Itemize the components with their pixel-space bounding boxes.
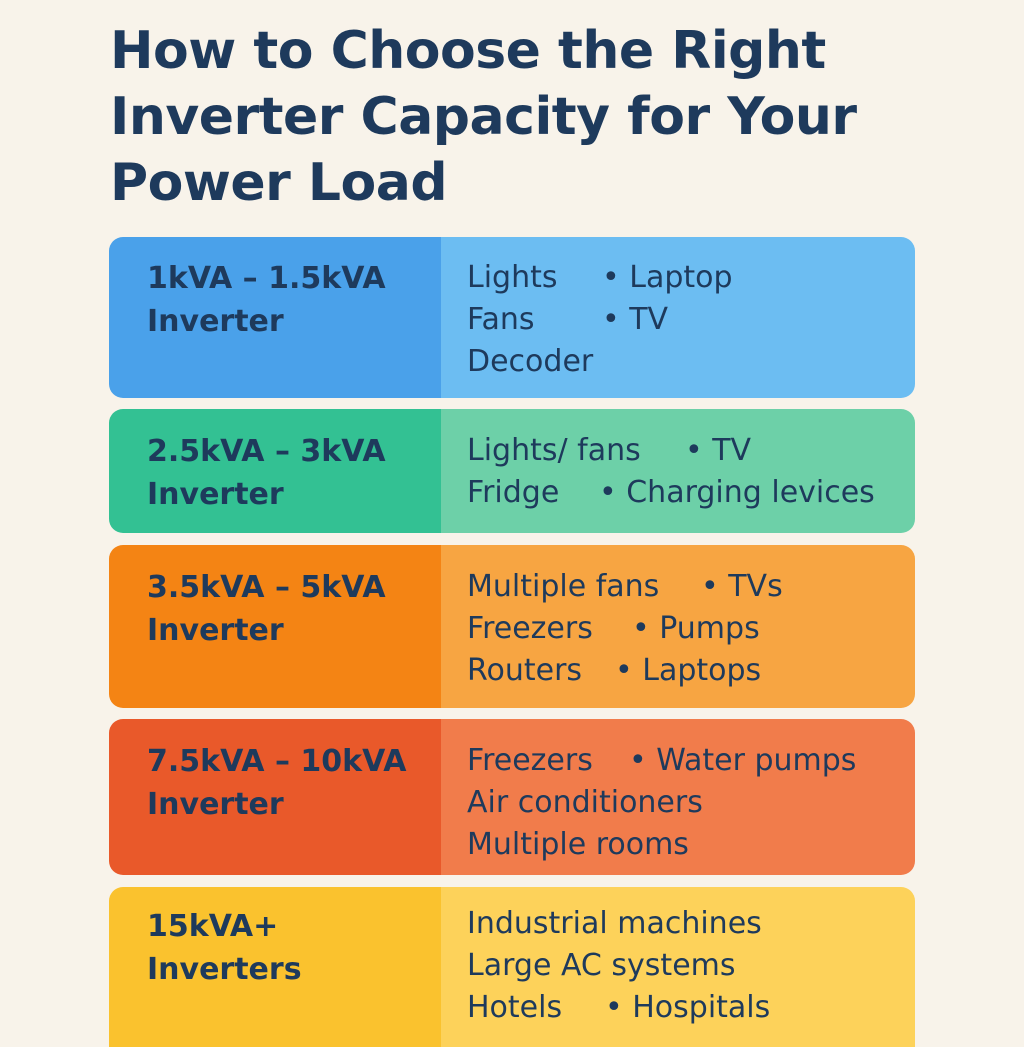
appliance-list: Freezers • Water pumps Air conditioners … [441, 719, 915, 875]
appliance-item: Freezers [467, 611, 593, 646]
appliance-item: Multiple rooms [467, 827, 689, 862]
appliance-item: Lights [467, 260, 558, 295]
appliance-item: Hotels [467, 990, 563, 1025]
appliance-item: Freezers [467, 743, 593, 778]
capacity-card-2-5kva: 2.5kVA – 3kVA Inverter Lights/ fans • TV… [109, 409, 915, 533]
appliance-item: Fridge [467, 475, 560, 510]
appliance-row: Routers • Laptops [467, 650, 915, 692]
appliance-row: Large AC systems [467, 945, 915, 987]
capacity-card-3-5kva: 3.5kVA – 5kVA Inverter Multiple fans • T… [109, 545, 915, 708]
appliance-bullet-item: • Laptop [602, 260, 733, 295]
appliance-row: Multiple rooms [467, 824, 915, 866]
appliance-bullet-item: • Charging levices [599, 475, 875, 510]
appliance-item: Air conditioners [467, 785, 703, 820]
capacity-label-panel: 1kVA – 1.5kVA Inverter [109, 237, 441, 398]
appliance-item: Decoder [467, 344, 594, 379]
appliance-row: Industrial machines [467, 903, 915, 945]
capacity-range: 3.5kVA – 5kVA [147, 570, 386, 605]
appliance-list: Industrial machines Large AC systems Hot… [441, 887, 915, 1047]
appliance-bullet-item: • Hospitals [605, 990, 771, 1025]
capacity-card-15kva: 15kVA+ Inverters Industrial machines Lar… [109, 887, 915, 1047]
capacity-type: Inverter [147, 304, 284, 339]
appliance-row: Multiple fans • TVs [467, 566, 915, 608]
appliance-row: Lights • Laptop [467, 257, 915, 299]
appliance-row: Fridge • Charging levices [467, 472, 915, 514]
capacity-type: Inverter [147, 787, 284, 822]
appliance-bullet-item: • TV [685, 433, 752, 468]
appliance-bullet-item: • Water pumps [629, 743, 857, 778]
capacity-range: 15kVA+ [147, 909, 279, 944]
capacity-label-panel: 3.5kVA – 5kVA Inverter [109, 545, 441, 708]
appliance-list: Multiple fans • TVs Freezers • Pumps Rou… [441, 545, 915, 708]
appliance-row: Freezers • Pumps [467, 608, 915, 650]
appliance-bullet-item: • TVs [701, 569, 783, 604]
appliance-row: Fans • TV [467, 299, 915, 341]
capacity-card-7-5kva: 7.5kVA – 10kVA Inverter Freezers • Water… [109, 719, 915, 875]
capacity-card-1kva: 1kVA – 1.5kVA Inverter Lights • Laptop F… [109, 237, 915, 398]
capacity-type: Inverter [147, 477, 284, 512]
capacity-type: Inverters [147, 952, 302, 987]
appliance-item: Routers [467, 653, 583, 688]
appliance-item: Multiple fans [467, 569, 660, 604]
appliance-row: Hotels • Hospitals [467, 987, 915, 1029]
appliance-bullet-item: • Pumps [632, 611, 760, 646]
capacity-type: Inverter [147, 613, 284, 648]
appliance-row: Decoder [467, 341, 915, 383]
capacity-range: 7.5kVA – 10kVA [147, 744, 407, 779]
capacity-label-panel: 15kVA+ Inverters [109, 887, 441, 1047]
appliance-item: Lights/ fans [467, 433, 641, 468]
capacity-range: 2.5kVA – 3kVA [147, 434, 386, 469]
appliance-bullet-item: • TV [602, 302, 669, 337]
appliance-row: Lights/ fans • TV [467, 430, 915, 472]
appliance-bullet-item: • Laptops [615, 653, 762, 688]
capacity-range: 1kVA – 1.5kVA [147, 261, 386, 296]
appliance-item: Fans [467, 302, 535, 337]
appliance-row: Air conditioners [467, 782, 915, 824]
appliance-list: Lights/ fans • TV Fridge • Charging levi… [441, 409, 915, 533]
capacity-label-panel: 7.5kVA – 10kVA Inverter [109, 719, 441, 875]
appliance-row: Freezers • Water pumps [467, 740, 915, 782]
page-title: How to Choose the Right Inverter Capacit… [110, 21, 857, 213]
capacity-label-panel: 2.5kVA – 3kVA Inverter [109, 409, 441, 533]
appliance-item: Industrial machines [467, 906, 762, 941]
appliance-list: Lights • Laptop Fans • TV Decoder [441, 237, 915, 398]
appliance-item: Large AC systems [467, 948, 736, 983]
